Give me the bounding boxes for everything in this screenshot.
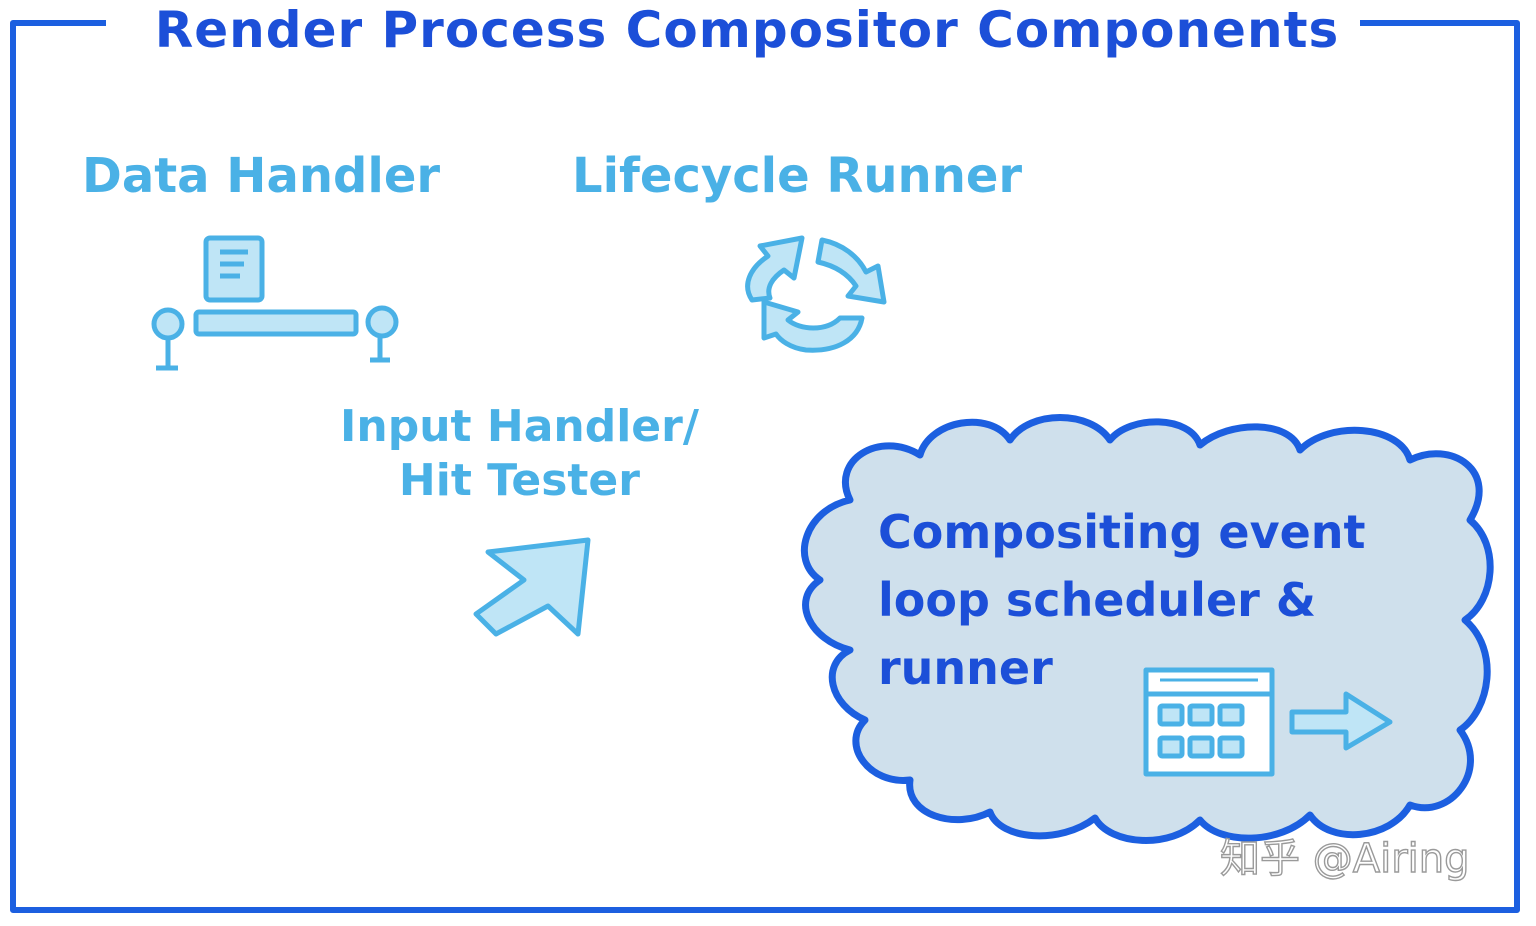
cloud-caption-line2: loop scheduler & [878, 573, 1316, 627]
cloud-caption: Compositing event loop scheduler & runne… [878, 498, 1366, 702]
input-handler-label: Input Handler/ Hit Tester [340, 400, 699, 508]
title-gap [106, 10, 1360, 34]
cycle-arrows-icon [745, 235, 887, 353]
cloud-caption-line3: runner [878, 641, 1053, 695]
input-handler-label-line2: Hit Tester [398, 455, 640, 506]
watermark: 知乎 @Airing [1219, 835, 1470, 882]
lifecycle-runner-label: Lifecycle Runner [572, 148, 1023, 204]
cloud-caption-line1: Compositing event [878, 505, 1366, 559]
calendar-arrow-icon [1143, 667, 1393, 777]
cloud-shape [800, 414, 1494, 844]
conveyor-document-icon [151, 235, 399, 371]
diagram-title: Render Process Compositor Components [154, 1, 1340, 59]
input-handler-label-line1: Input Handler/ [340, 401, 699, 452]
pointer-arrow-icon [473, 537, 591, 637]
data-handler-label: Data Handler [82, 148, 441, 204]
